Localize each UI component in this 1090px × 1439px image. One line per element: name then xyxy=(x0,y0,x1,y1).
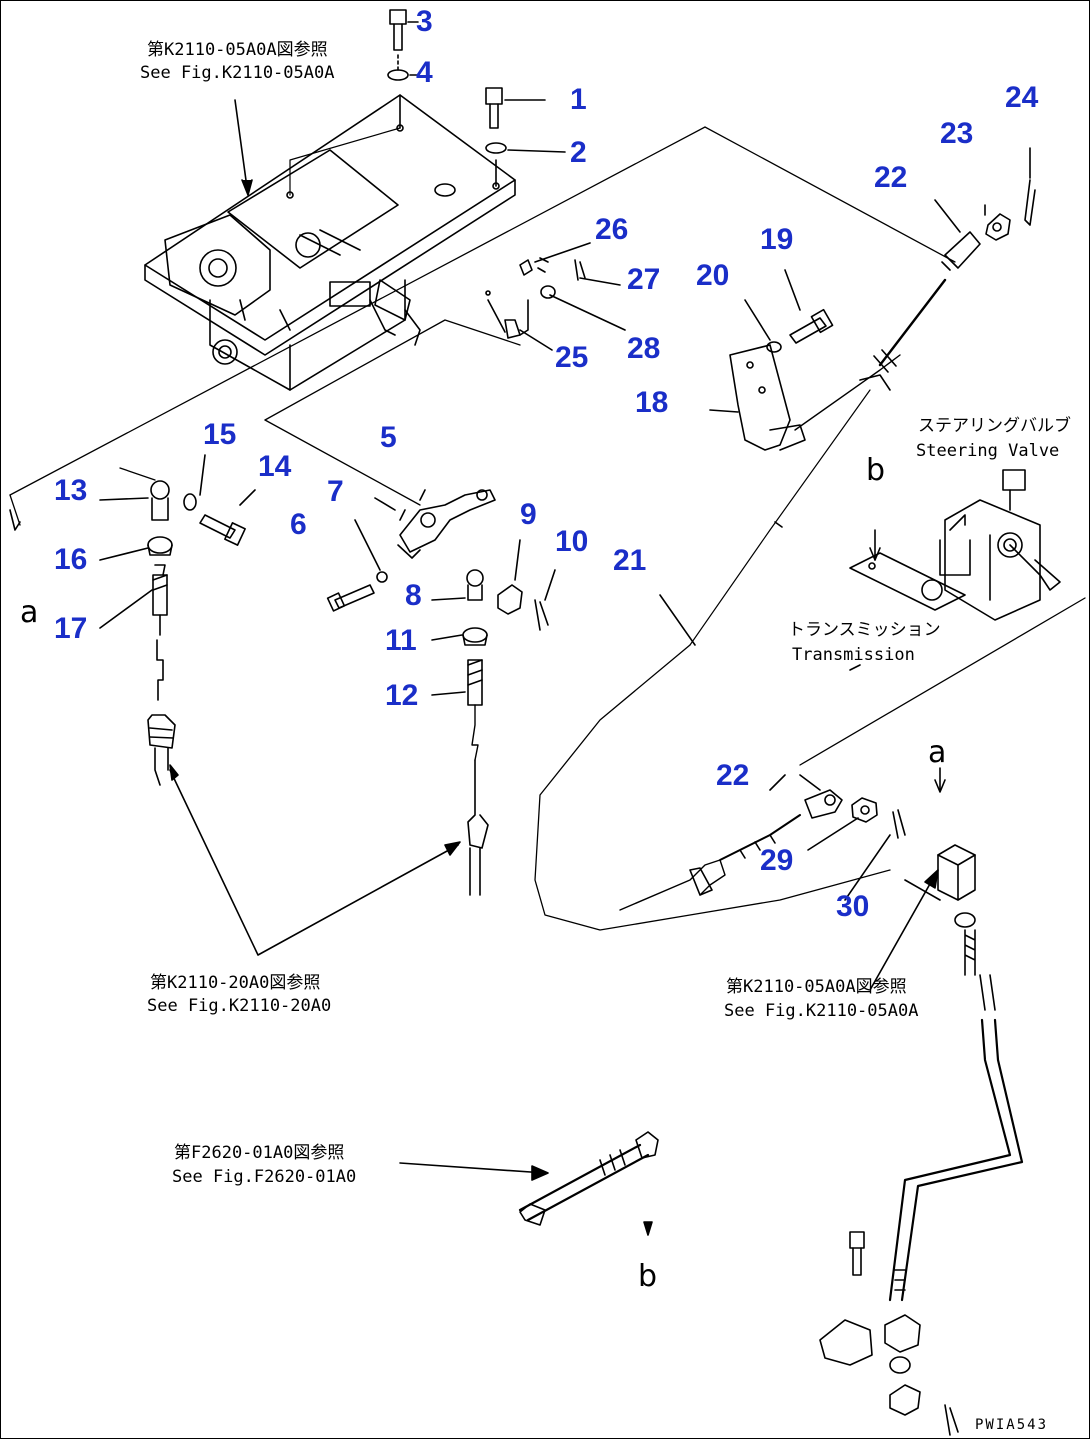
ref-arrow-4 xyxy=(399,1162,546,1174)
callout-30: 30 xyxy=(836,890,870,923)
washer-2 xyxy=(485,142,507,154)
ref3-jp: 第K2110-05A0A図参照 xyxy=(726,977,907,997)
callout-12: 12 xyxy=(385,679,419,712)
ref3-en: See Fig.K2110-05A0A xyxy=(724,1001,919,1021)
callout-4: 4 xyxy=(416,56,433,89)
callout-10: 10 xyxy=(555,525,589,558)
callout-23: 23 xyxy=(940,117,974,150)
steering-valve-en: Steering Valve xyxy=(916,441,1060,461)
ref2-jp: 第K2110-20A0図参照 xyxy=(150,973,321,993)
callout-14: 14 xyxy=(258,450,292,483)
washer-15 xyxy=(183,493,197,511)
callout-17: 17 xyxy=(54,612,88,645)
cotter-pin-30 xyxy=(892,809,906,839)
callout-19: 19 xyxy=(760,223,794,256)
marker-a-left: a xyxy=(20,595,39,630)
callout-29: 29 xyxy=(760,844,794,877)
washer-20 xyxy=(766,341,782,353)
marker-b-top: b xyxy=(866,453,886,488)
callout-28: 28 xyxy=(627,332,661,365)
cable-end-left xyxy=(147,714,176,786)
ref1-en: See Fig.K2110-05A0A xyxy=(140,63,335,83)
marker-b-bottom: b xyxy=(638,1259,658,1294)
callout-15: 15 xyxy=(203,418,237,451)
ref1-jp: 第K2110-05A0A図参照 xyxy=(147,40,328,60)
ball-joint-8 xyxy=(466,569,484,601)
bolt-3 xyxy=(389,9,407,51)
callout-7: 7 xyxy=(327,475,344,508)
transmission-en: Transmission xyxy=(792,645,915,665)
ref4-jp: 第F2620-01A0図参照 xyxy=(174,1143,345,1163)
ball-joint-13 xyxy=(150,480,170,521)
callout-27: 27 xyxy=(627,263,661,296)
callout-18: 18 xyxy=(635,386,669,419)
callout-11: 11 xyxy=(385,624,417,657)
rod-f2620 xyxy=(518,1131,659,1226)
yoke-22-top xyxy=(941,231,981,271)
callout-25: 25 xyxy=(555,341,589,374)
callout-21: 21 xyxy=(613,544,647,577)
washer-7 xyxy=(376,571,388,583)
callout-22-top: 22 xyxy=(874,161,908,194)
ref4-en: See Fig.F2620-01A0 xyxy=(172,1167,357,1187)
callout-26: 26 xyxy=(595,213,629,246)
parts-25-28 xyxy=(485,242,626,351)
callout-20: 20 xyxy=(696,259,730,292)
nut-16 xyxy=(147,536,173,554)
bracket-18 xyxy=(729,344,806,451)
callout-22-bottom: 22 xyxy=(716,759,750,792)
control-box-drawing xyxy=(144,94,516,391)
drawing-code: PWIA543 xyxy=(975,1417,1049,1433)
cotter-pin-24 xyxy=(1024,179,1036,226)
steering-valve-jp: ステアリングバルブ xyxy=(918,416,1071,436)
callout-9: 9 xyxy=(520,498,537,531)
clamp-block xyxy=(937,844,976,901)
nut-29 xyxy=(851,797,878,823)
callout-2: 2 xyxy=(570,136,587,169)
adjuster-12 xyxy=(467,659,483,706)
callout-3: 3 xyxy=(416,5,433,38)
bolt-14 xyxy=(199,514,246,546)
bolt-1 xyxy=(485,87,503,129)
callout-13: 13 xyxy=(54,474,88,507)
transmission-plate xyxy=(849,552,966,611)
washer-4 xyxy=(387,69,409,81)
cable-21 xyxy=(534,644,891,931)
ref-arrow-3 xyxy=(869,874,936,991)
ref-arrow-1 xyxy=(234,99,249,196)
ref-arrow-2 xyxy=(169,769,459,956)
lever-5 xyxy=(397,489,496,559)
transmission-jp: トランスミッション xyxy=(788,620,941,640)
callout-1: 1 xyxy=(570,83,587,116)
yoke-22-bottom xyxy=(804,789,843,819)
ref2-en: See Fig.K2110-20A0 xyxy=(147,996,332,1016)
callout-24: 24 xyxy=(1005,81,1039,114)
steering-valve-drawing xyxy=(939,469,1061,621)
callout-6: 6 xyxy=(290,508,307,541)
bolt-19 xyxy=(789,308,834,344)
joint-bottom-right xyxy=(819,1231,959,1436)
marker-a-right: a xyxy=(928,735,947,770)
cable-end-lower xyxy=(619,814,801,911)
cotter-pin-10 xyxy=(534,599,549,631)
nut-11 xyxy=(462,627,488,643)
nut-23 xyxy=(985,213,1011,241)
bolt-6 xyxy=(326,584,375,612)
callout-5: 5 xyxy=(380,421,397,454)
adjuster-17 xyxy=(152,564,168,616)
callout-8: 8 xyxy=(405,579,422,612)
nut-9 xyxy=(497,584,523,615)
callout-16: 16 xyxy=(54,543,88,576)
